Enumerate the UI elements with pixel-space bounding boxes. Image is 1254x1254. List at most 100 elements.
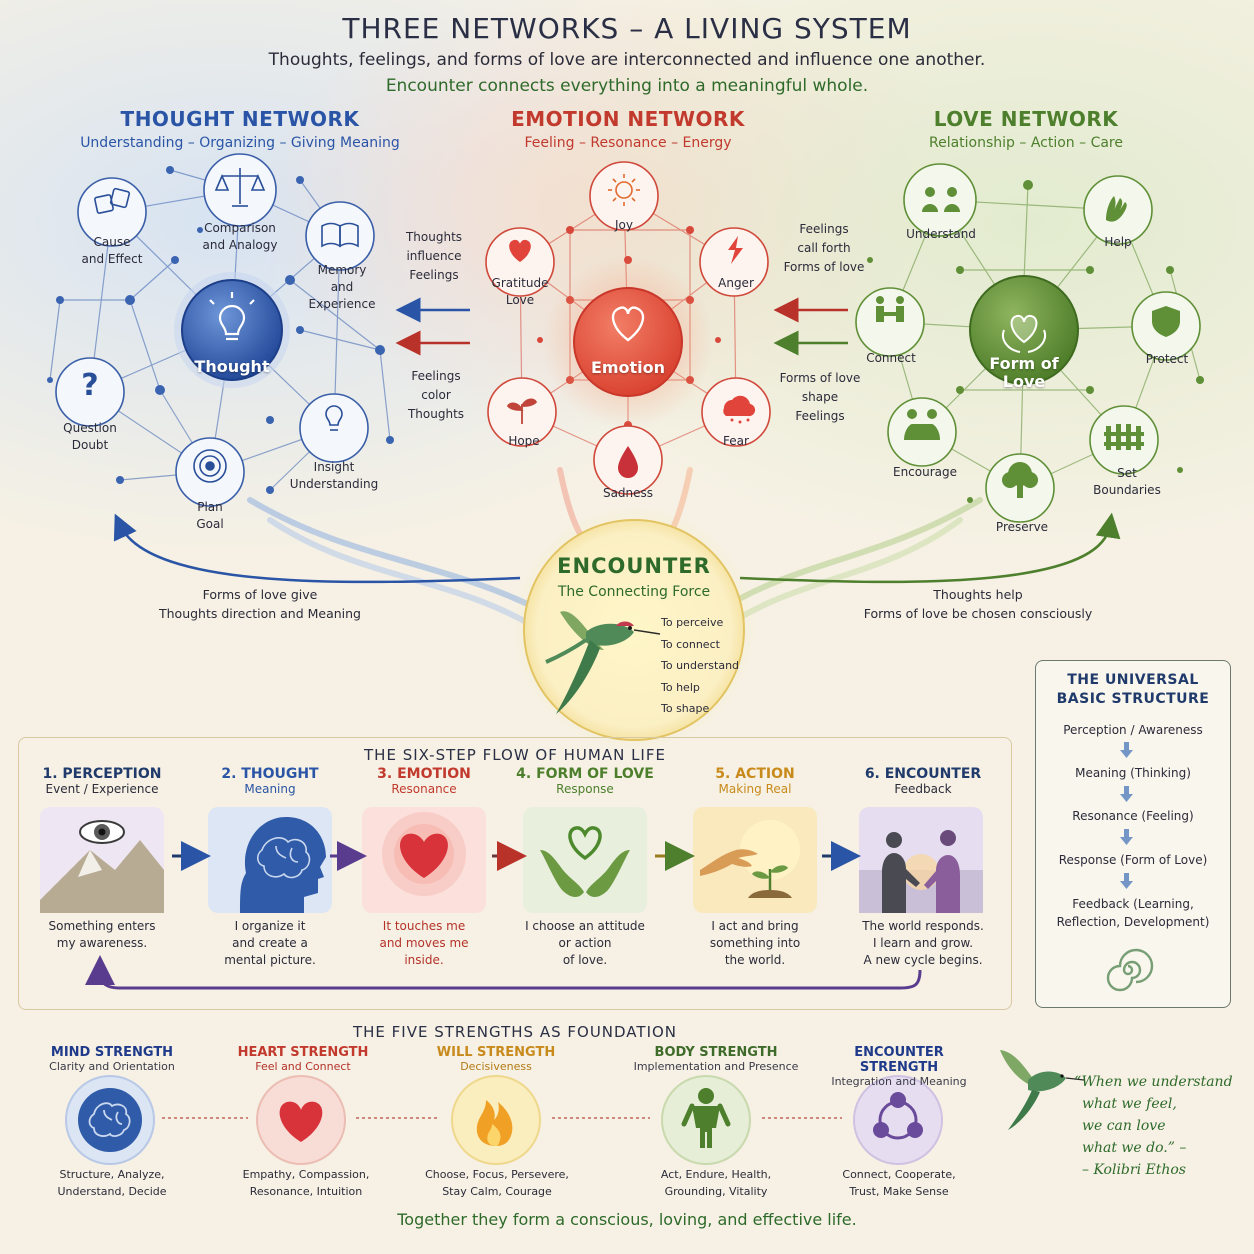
emotion-network-title: EMOTION NETWORK xyxy=(511,107,745,131)
step-text: I choose an attitude or action of love. xyxy=(525,919,645,967)
strength-subtitle: Integration and Meaning xyxy=(831,1075,967,1088)
node-comparison-analogy: Comparison and Analogy xyxy=(190,220,290,254)
quote-line: “When we understand xyxy=(1074,1074,1233,1090)
universal-item: Meaning (Thinking) xyxy=(1075,766,1191,780)
love-network-title: LOVE NETWORK xyxy=(933,107,1119,131)
step-subtitle: Making Real xyxy=(718,782,792,796)
flow-step-action: 5. ACTION Making Real xyxy=(675,766,835,796)
node-label: Understand xyxy=(906,227,976,241)
node-gratitude-love: Gratitude Love xyxy=(480,275,560,309)
quote-line: we can love xyxy=(1082,1118,1166,1134)
step-text: Something enters my awareness. xyxy=(48,919,156,950)
node-label: Comparison and Analogy xyxy=(202,221,278,252)
hummingbird-icon xyxy=(560,620,561,621)
universal-item: Resonance (Feeling) xyxy=(1072,809,1194,823)
emotion-center-label: Emotion xyxy=(590,358,666,377)
node-help: Help xyxy=(1088,234,1148,251)
encounter-list: To perceive To connect To understand To … xyxy=(661,612,751,720)
universal-item: Feedback (Learning, Reflection, Developm… xyxy=(1056,897,1210,929)
thought-network-subtitle: Understanding – Organizing – Giving Mean… xyxy=(80,135,400,151)
step-title: 4. FORM OF LOVE xyxy=(516,766,654,782)
strength-subtitle: Decisiveness xyxy=(460,1060,532,1073)
step-title: 3. EMOTION xyxy=(377,766,471,782)
quote-author: – Kolibri Ethos xyxy=(1082,1162,1186,1178)
label-thoughts-influence-feelings: Thoughts influence Feelings xyxy=(405,230,463,282)
node-label: Cause and Effect xyxy=(81,235,143,266)
strength-will: WILL STRENGTH Decisiveness xyxy=(414,1045,578,1073)
svg-text:?: ? xyxy=(81,368,98,403)
strength-text: Connect, Cooperate, Trust, Make Sense xyxy=(842,1168,956,1198)
label-thoughts-help-choose: Thoughts help Forms of love be chosen co… xyxy=(863,587,1093,621)
label-forms-shape-feelings: Forms of love shape Feelings xyxy=(779,371,861,423)
six-step-flow-title: THE SIX-STEP FLOW OF HUMAN LIFE xyxy=(364,746,666,764)
node-anger: Anger xyxy=(704,275,768,292)
strength-text: Choose, Focus, Persevere, Stay Calm, Cou… xyxy=(425,1168,569,1198)
node-joy: Joy xyxy=(594,217,654,234)
node-label: Anger xyxy=(718,276,754,290)
label-feelings-call-forth: Feelings call forth Forms of love xyxy=(783,222,865,274)
universal-item: Perception / Awareness xyxy=(1063,723,1203,737)
node-label: Fear xyxy=(723,434,749,448)
emotion-network-subtitle: Feeling – Resonance – Energy xyxy=(524,135,732,151)
love-center-label: Form of Love xyxy=(989,354,1059,391)
step-title: 1. PERCEPTION xyxy=(42,766,162,782)
node-label: Preserve xyxy=(995,520,1049,534)
step-text: I organize it and create a mental pictur… xyxy=(224,919,316,967)
quote-line: what we do.” – xyxy=(1082,1140,1187,1156)
strength-subtitle: Implementation and Presence xyxy=(633,1060,799,1073)
node-insight-understanding: Insight Understanding xyxy=(284,459,384,493)
kolibri-quote: “When we understand what we feel, we can… xyxy=(1074,1071,1244,1181)
node-hope: Hope xyxy=(492,433,556,450)
step-text: It touches me and moves me inside. xyxy=(379,919,469,967)
flow-step-encounter: 6. ENCOUNTER Feedback xyxy=(841,766,1005,796)
encounter-item: To shape xyxy=(661,702,710,715)
node-sadness: Sadness xyxy=(590,485,666,502)
universal-structure-title: THE UNIVERSAL BASIC STRUCTURE xyxy=(1056,672,1210,707)
encounter-item: To help xyxy=(661,680,700,694)
strength-title: HEART STRENGTH xyxy=(237,1045,369,1060)
node-plan-goal: Plan Goal xyxy=(170,499,250,533)
page-title: THREE NETWORKS – A LIVING SYSTEM xyxy=(342,12,912,45)
node-label: Joy xyxy=(615,218,633,232)
love-network-subtitle: Relationship – Action – Care xyxy=(928,135,1123,151)
strength-encounter: ENCOUNTER STRENGTH Integration and Meani… xyxy=(814,1045,984,1088)
strength-text: Act, Endure, Health, Grounding, Vitality xyxy=(660,1168,772,1198)
node-label: Set Boundaries xyxy=(1093,466,1161,497)
flow-step-form-of-love: 4. FORM OF LOVE Response xyxy=(505,766,665,796)
universal-item: Response (Form of Love) xyxy=(1058,853,1208,867)
step-subtitle: Resonance xyxy=(391,782,457,796)
encounter-title: ENCOUNTER xyxy=(557,554,711,578)
spiral-icon xyxy=(1110,950,1146,986)
strength-subtitle: Feel and Connect xyxy=(255,1060,351,1073)
thought-network-title: THOUGHT NETWORK xyxy=(120,107,360,131)
flow-step-emotion: 3. EMOTION Resonance xyxy=(344,766,504,796)
step-title: 6. ENCOUNTER xyxy=(864,766,982,782)
node-label: Question Doubt xyxy=(63,421,117,452)
flow-step-perception: 1. PERCEPTION Event / Experience xyxy=(22,766,182,796)
thought-center-label: Thought xyxy=(194,357,270,376)
page-subtitle: Thoughts, feelings, and forms of love ar… xyxy=(268,50,986,70)
node-label: Plan Goal xyxy=(196,500,224,531)
encounter-item: To connect xyxy=(661,637,720,651)
node-encourage: Encourage xyxy=(880,464,970,481)
six-step-flow-panel xyxy=(18,737,1012,1010)
node-label: Insight Understanding xyxy=(289,460,379,491)
step-title: 2. THOUGHT xyxy=(221,766,319,782)
strength-title: WILL STRENGTH xyxy=(436,1045,556,1060)
encounter-subtitle: The Connecting Force xyxy=(557,584,711,600)
node-label: Hope xyxy=(508,434,540,448)
step-text: The world responds. I learn and grow. A … xyxy=(862,919,984,967)
strength-title: BODY STRENGTH xyxy=(654,1045,778,1060)
node-question-doubt: Question Doubt xyxy=(48,420,132,454)
step-subtitle: Response xyxy=(556,782,614,796)
strength-subtitle: Clarity and Orientation xyxy=(49,1060,175,1073)
node-label: Sadness xyxy=(602,486,654,500)
step-subtitle: Event / Experience xyxy=(45,782,159,796)
node-connect: Connect xyxy=(854,350,928,367)
five-strengths-title: THE FIVE STRENGTHS AS FOUNDATION xyxy=(352,1023,678,1041)
label-love-gives-direction: Forms of love give Thoughts direction an… xyxy=(158,587,361,621)
node-memory-experience: Memory and Experience xyxy=(300,262,384,313)
label-feelings-color-thoughts: Feelings color Thoughts xyxy=(407,369,465,421)
quote-line: what we feel, xyxy=(1082,1096,1177,1112)
